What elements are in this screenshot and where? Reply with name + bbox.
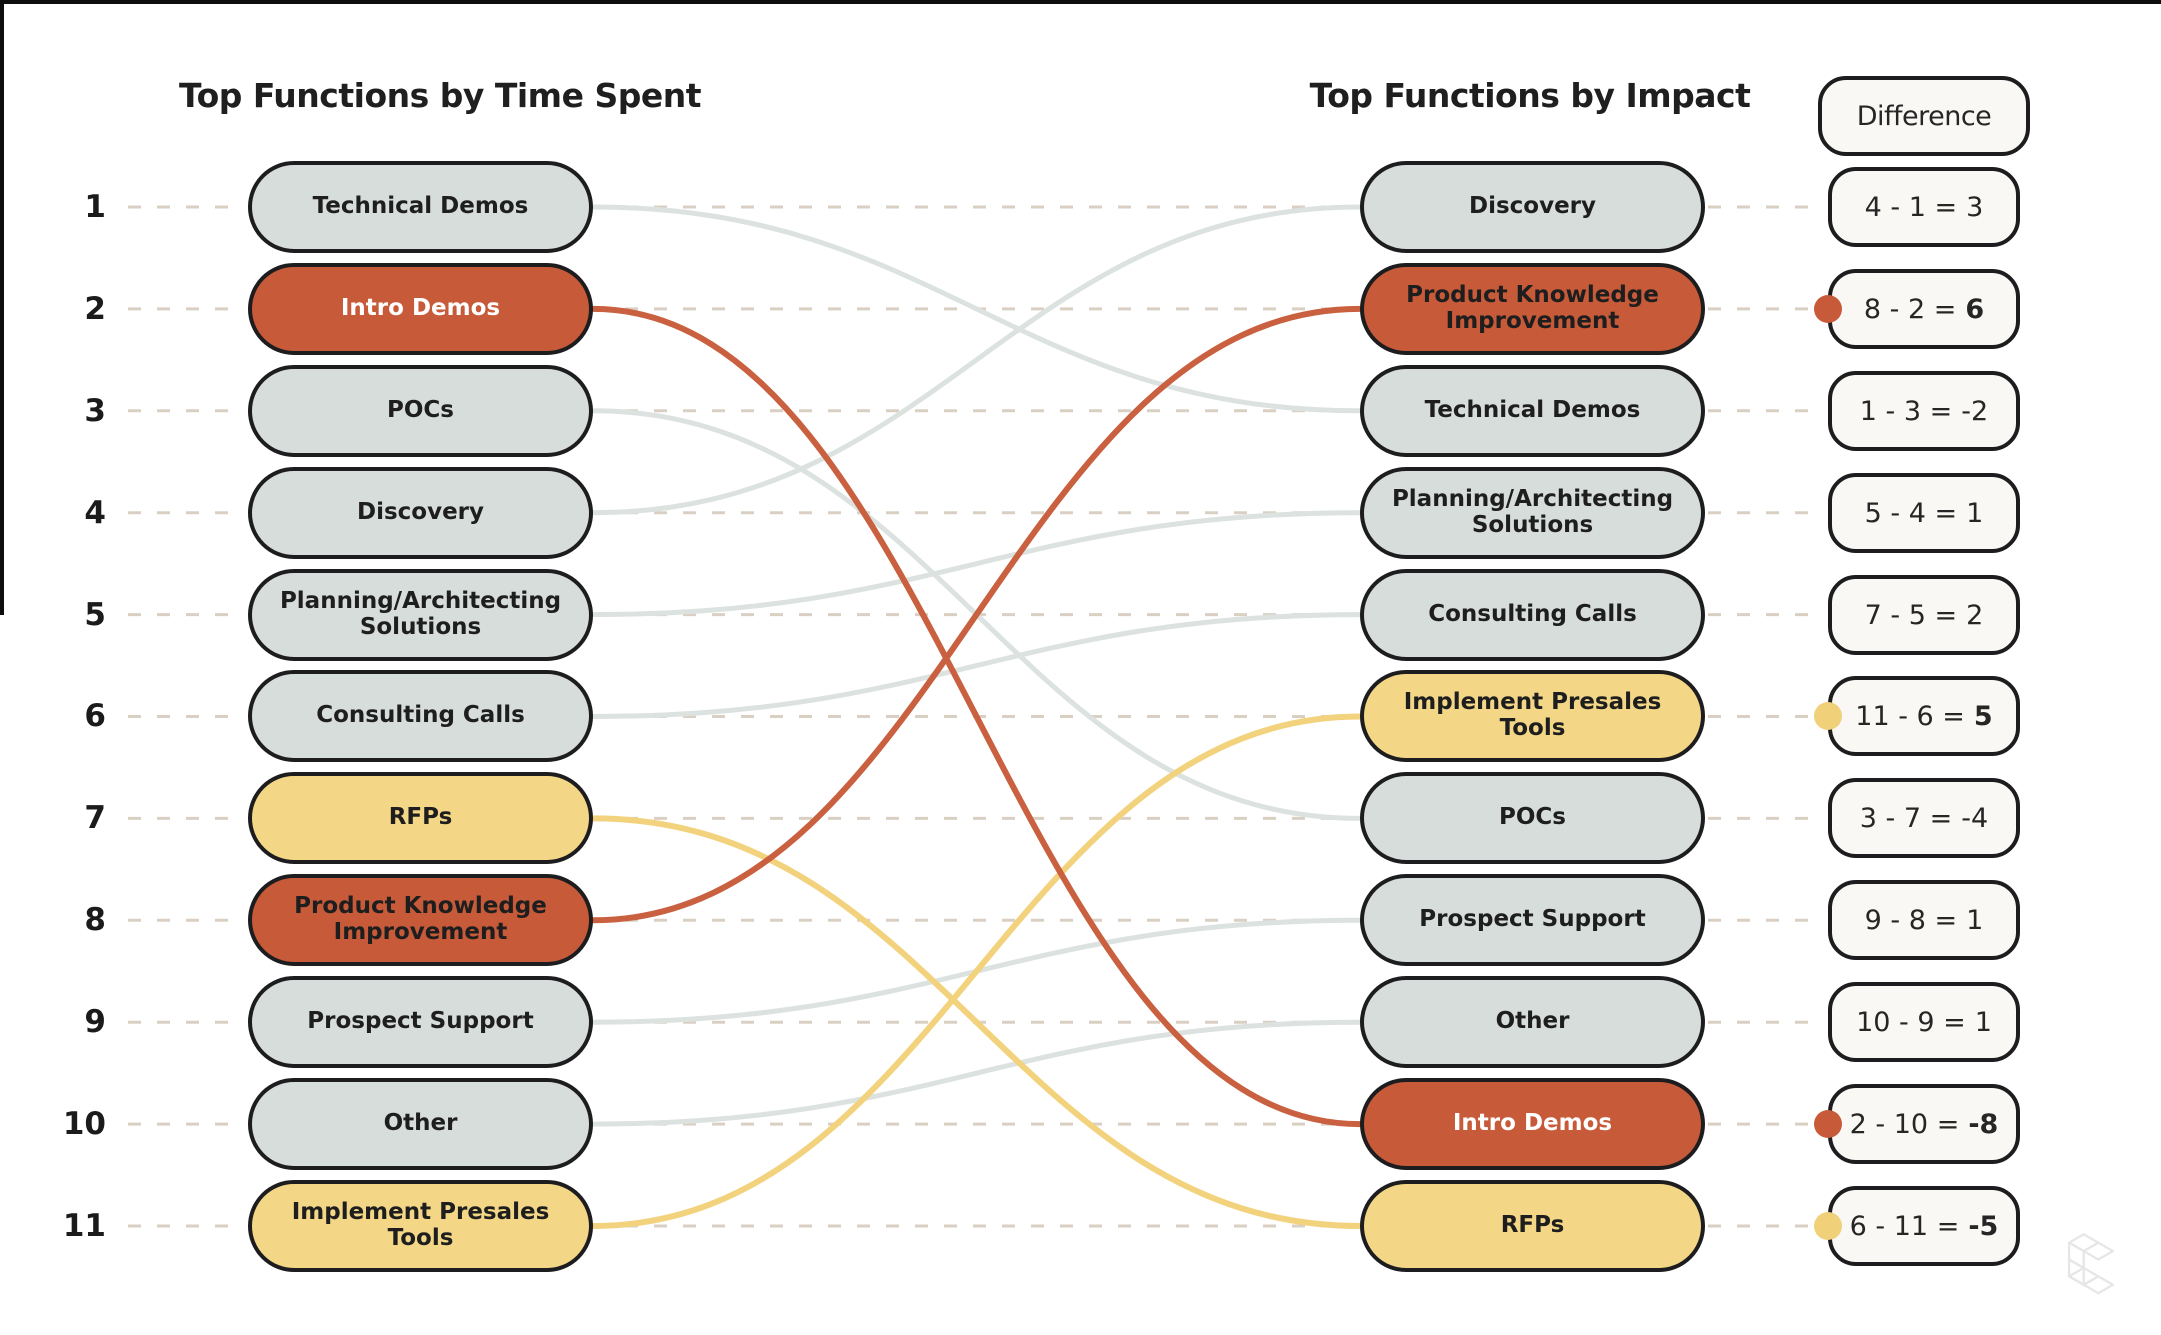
difference-formula: 4 - 1 = [1864,191,1958,223]
slope-link-consulting-calls [590,612,1363,719]
difference-formula: 10 - 9 = [1856,1006,1966,1038]
difference-box: 3 - 7 =-4 [1828,778,2020,858]
rank-number: 9 [84,1004,106,1040]
rank-number: 8 [84,902,106,938]
difference-box: 2 - 10 =-8 [1828,1084,2020,1164]
difference-result: -5 [1968,1210,1999,1242]
time-box-planning: Planning/Architecting Solutions [248,569,593,661]
frame-top-border [0,0,2161,4]
difference-result: 1 [1974,1006,1992,1038]
difference-formula: 3 - 7 = [1859,802,1953,834]
impact-box-implement-tools: Implement Presales Tools [1360,670,1705,762]
difference-formula: 5 - 4 = [1864,497,1958,529]
impact-box-prospect-support: Prospect Support [1360,874,1705,966]
slope-link-discovery [590,204,1363,516]
orange-highlight-dot [1814,295,1842,323]
brand-logo-icon [2067,1233,2115,1295]
impact-box-other: Other [1360,976,1705,1068]
slope-link-product-knowledge-improvement [590,305,1363,924]
time-box-rfps: RFPs [248,772,593,864]
impact-box-rfps: RFPs [1360,1180,1705,1272]
time-box-consulting-calls: Consulting Calls [248,670,593,762]
difference-box: 10 - 9 =1 [1828,982,2020,1062]
difference-formula: 11 - 6 = [1855,700,1965,732]
impact-box-discovery: Discovery [1360,161,1705,253]
time-box-discovery: Discovery [248,467,593,559]
slope-link-technical-demos [590,204,1363,414]
rank-number: 6 [84,698,106,734]
time-box-product-knowledge: Product Knowledge Improvement [248,874,593,966]
impact-box-product-knowledge: Product Knowledge Improvement [1360,263,1705,355]
time-box-implement-tools: Implement Presales Tools [248,1180,593,1272]
slope-link-planning-architecting-solutions [590,510,1363,618]
yellow-highlight-dot [1814,702,1842,730]
orange-highlight-dot [1814,1110,1842,1138]
difference-result: -4 [1961,802,1989,834]
difference-result: 2 [1966,599,1984,631]
rank-number: 10 [62,1106,106,1142]
slope-link-implement-presales-tools [590,713,1363,1229]
difference-result: -8 [1968,1108,1999,1140]
difference-result: 5 [1973,700,1993,732]
time-box-prospect-support: Prospect Support [248,976,593,1068]
time-box-technical-demos: Technical Demos [248,161,593,253]
difference-result: 1 [1966,497,1984,529]
difference-box: 8 - 2 =6 [1828,269,2020,349]
difference-result: 1 [1966,904,1984,936]
rank-number: 5 [84,597,106,633]
difference-formula: 9 - 8 = [1864,904,1958,936]
difference-result: 3 [1966,191,1984,223]
difference-box: 9 - 8 =1 [1828,880,2020,960]
frame-left-border [0,0,4,615]
difference-box: 5 - 4 =1 [1828,473,2020,553]
time-box-intro-demos: Intro Demos [248,263,593,355]
rank-number: 2 [84,291,106,327]
rank-number: 1 [84,189,106,225]
column-title-difference: Difference [1818,76,2030,156]
rank-number: 4 [84,495,106,531]
impact-box-pocs: POCs [1360,772,1705,864]
column-title-impact: Top Functions by Impact [1309,76,1751,115]
yellow-highlight-dot [1814,1212,1842,1240]
slope-link-other [590,1019,1363,1127]
slope-link-rfps [590,815,1363,1229]
difference-box: 11 - 6 =5 [1828,676,2020,756]
rank-number: 7 [84,800,106,836]
difference-box: 4 - 1 =3 [1828,167,2020,247]
impact-box-consulting-calls: Consulting Calls [1360,569,1705,661]
difference-formula: 7 - 5 = [1864,599,1958,631]
impact-box-intro-demos: Intro Demos [1360,1078,1705,1170]
time-box-pocs: POCs [248,365,593,457]
column-title-time-spent: Top Functions by Time Spent [179,76,701,115]
slope-link-intro-demos [590,305,1363,1128]
difference-formula: 8 - 2 = [1863,293,1957,325]
difference-result: -2 [1961,395,1989,427]
difference-formula: 1 - 3 = [1859,395,1953,427]
impact-box-planning: Planning/Architecting Solutions [1360,467,1705,559]
difference-formula: 2 - 10 = [1849,1108,1960,1140]
difference-box: 6 - 11 =-5 [1828,1186,2020,1266]
difference-formula: 6 - 11 = [1849,1210,1960,1242]
impact-box-technical-demos: Technical Demos [1360,365,1705,457]
rank-number: 11 [62,1208,106,1244]
time-box-other: Other [248,1078,593,1170]
difference-box: 1 - 3 =-2 [1828,371,2020,451]
difference-box: 7 - 5 =2 [1828,575,2020,655]
rank-number: 3 [84,393,106,429]
difference-result: 6 [1965,293,1985,325]
